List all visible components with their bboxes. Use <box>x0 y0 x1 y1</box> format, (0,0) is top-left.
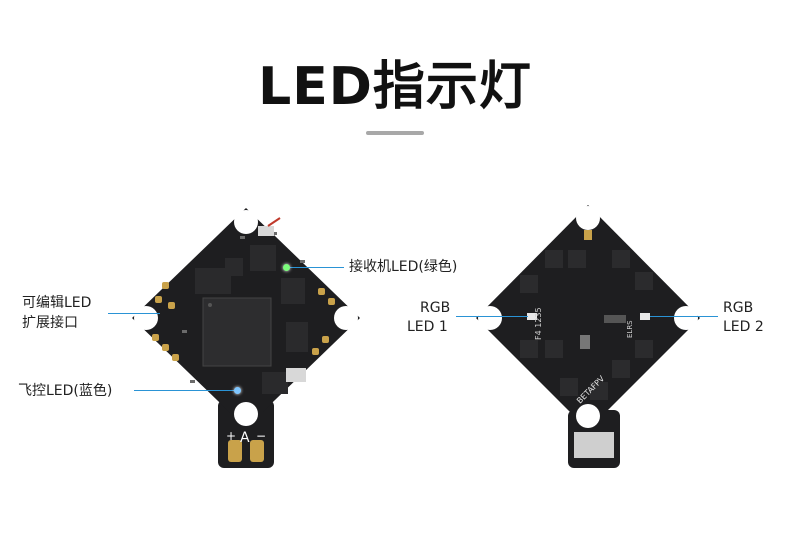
silk-elrs-text: ELRS <box>626 320 634 338</box>
rgb-led2-leader <box>650 316 718 317</box>
fc-led-leader <box>134 390 234 391</box>
receiver-led-dot <box>283 264 290 271</box>
fc-led-dot <box>234 387 241 394</box>
title-underline <box>366 131 424 135</box>
left-flight-controller-board <box>132 208 360 468</box>
programmable-led-label-line1: 可编辑LED <box>22 295 92 311</box>
logo-marking: A <box>240 430 250 446</box>
programmable-led-leader <box>108 313 160 314</box>
minus-marking: − <box>256 429 266 443</box>
receiver-led-leader <box>288 267 344 268</box>
plus-marking: + <box>226 429 236 443</box>
page-title: LED指示灯 <box>258 57 532 117</box>
receiver-led-label: 接收机LED(绿色) <box>349 259 458 275</box>
rgb-led1-label-line1: RGB <box>420 300 451 316</box>
programmable-led-label-line2: 扩展接口 <box>22 315 78 331</box>
rgb-led2-label-line2: LED 2 <box>723 319 764 335</box>
rgb-led1-label-line2: LED 1 <box>407 319 448 335</box>
right-flight-controller-board: F4 1235 ELRS BETAFPV <box>476 205 700 468</box>
rgb-led1-leader <box>456 316 528 317</box>
silk-chip-text: F4 1235 <box>534 307 543 340</box>
fc-led-label: 飞控LED(蓝色) <box>18 383 113 399</box>
rgb-led2-label-line1: RGB <box>723 300 754 316</box>
